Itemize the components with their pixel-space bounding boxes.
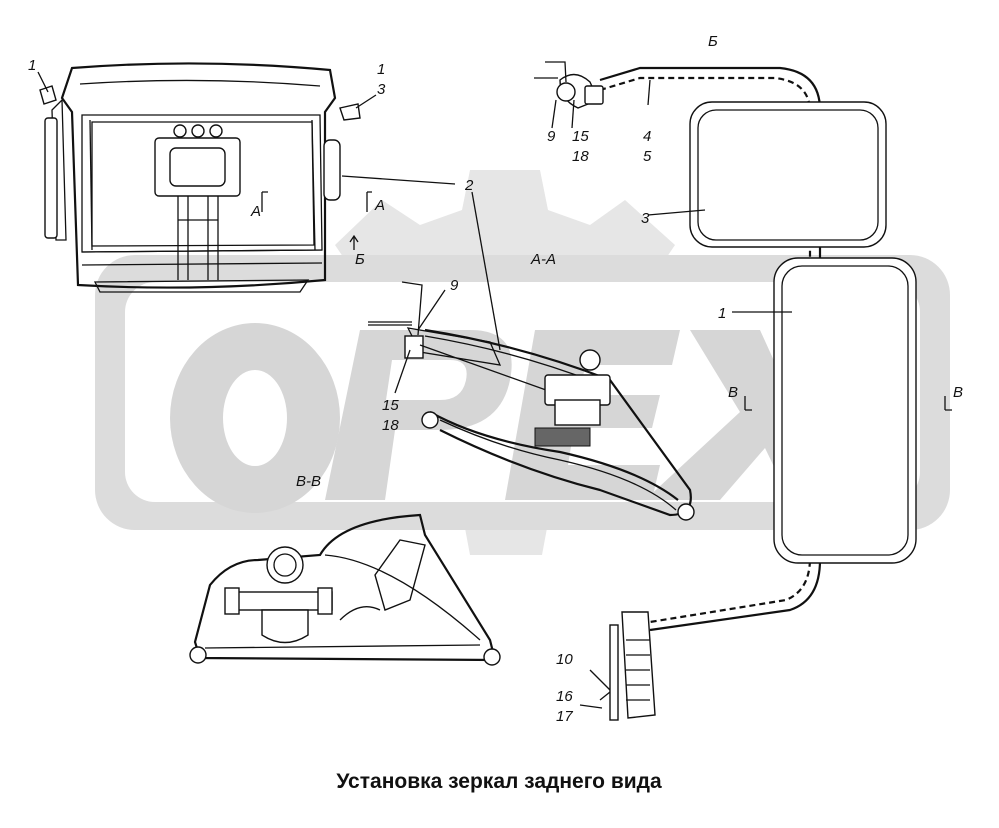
callout-1-left: 1 <box>28 57 36 74</box>
section-aa <box>368 281 695 521</box>
callout-16: 16 <box>556 688 573 705</box>
callout-1-mirror: 1 <box>718 305 726 322</box>
callout-5: 5 <box>643 148 652 165</box>
callout-18-top: 18 <box>572 148 589 165</box>
view-mark-a-right: А <box>374 197 385 214</box>
view-mark-v-left: В <box>728 384 738 401</box>
callout-3-mirror: 3 <box>641 210 650 227</box>
view-markers <box>261 191 952 411</box>
callout-9-top: 9 <box>547 128 556 145</box>
diagram-title: Установка зеркал заднего вида <box>336 770 662 793</box>
section-bb <box>189 513 501 666</box>
callout-10: 10 <box>556 651 573 668</box>
callout-3-top: 3 <box>377 81 386 98</box>
view-mark-v-right: В <box>953 384 963 401</box>
callout-18-section: 18 <box>382 417 399 434</box>
callout-15-top: 15 <box>572 128 589 145</box>
leader-lines <box>37 71 792 709</box>
view-mark-a-left: А <box>250 203 261 220</box>
callout-1-right: 1 <box>377 61 385 78</box>
callout-15-section: 15 <box>382 397 399 414</box>
callout-2: 2 <box>464 177 474 194</box>
section-label-b: Б <box>708 33 718 50</box>
cab-front-view <box>39 62 361 293</box>
mirror-b-view <box>534 61 917 721</box>
callout-17: 17 <box>556 708 573 725</box>
section-label-bb: В-В <box>296 473 321 490</box>
view-mark-b-arrow: Б <box>355 251 365 268</box>
callout-4: 4 <box>643 128 651 145</box>
section-label-aa: А-А <box>530 251 556 268</box>
callout-9-section: 9 <box>450 277 459 294</box>
